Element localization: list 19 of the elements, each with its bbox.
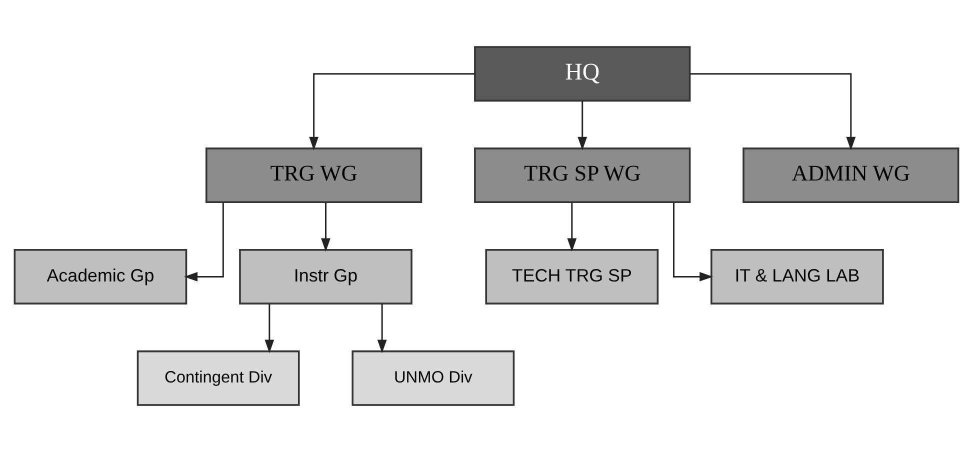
node-box: IT & LANG LAB (710, 248, 884, 304)
arrow (264, 304, 274, 354)
node-box: TECH TRG SP (485, 248, 659, 304)
arrow (377, 304, 387, 354)
arrow (567, 202, 577, 252)
node-box: Instr Gp (239, 248, 412, 304)
arrow (184, 202, 224, 282)
node-box: TRG SP WG (474, 148, 691, 204)
arrow (321, 202, 330, 252)
node-box: HQ (474, 46, 691, 102)
node-box: Contingent Div (136, 350, 300, 406)
node-box: TRG WG (206, 148, 422, 204)
arrow (309, 73, 475, 150)
arrow (673, 202, 714, 282)
arrow (578, 101, 588, 150)
node-box: ADMIN WG (742, 148, 960, 204)
node-box: Academic Gp (14, 248, 188, 304)
node-box: UNMO Div (352, 350, 515, 406)
arrow (690, 73, 856, 150)
